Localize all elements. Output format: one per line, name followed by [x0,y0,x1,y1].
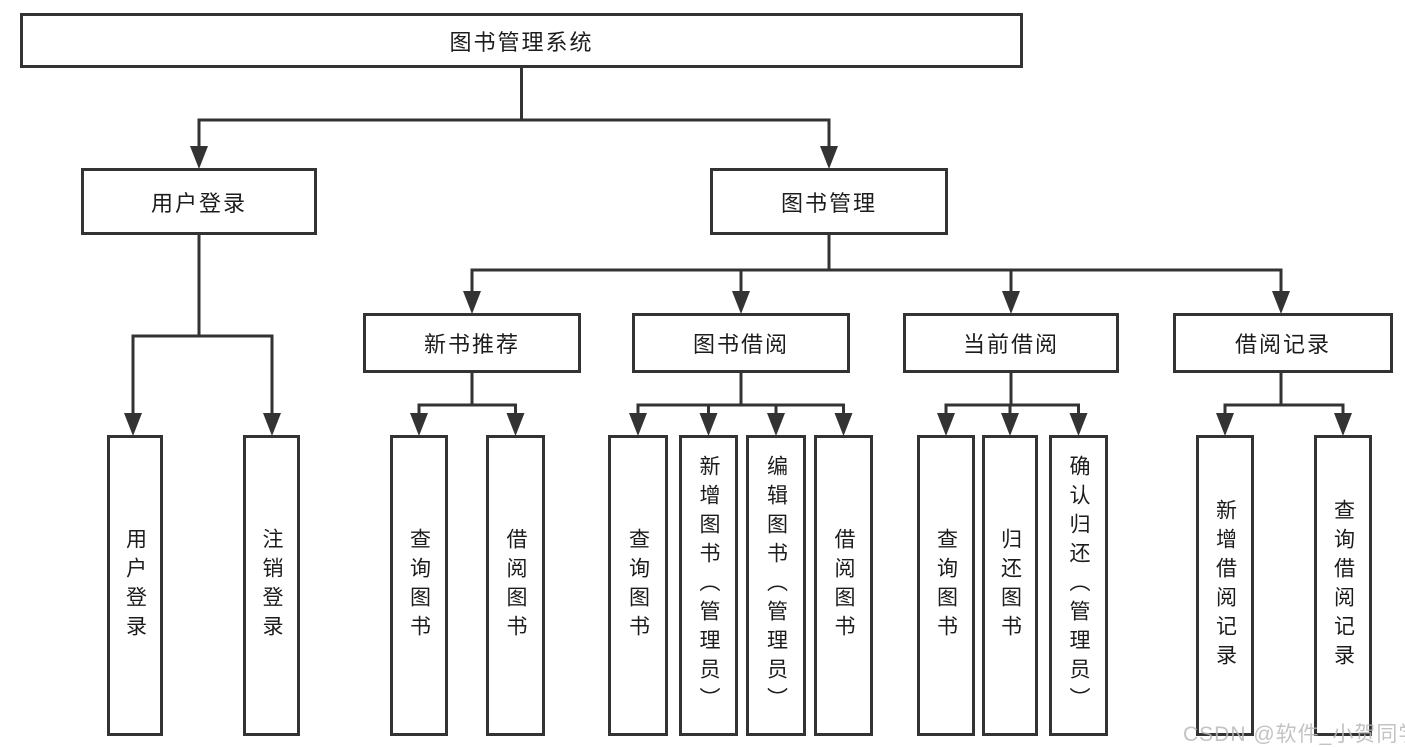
leaf-return-books: 归还图书 [982,435,1038,736]
leaf-logout-label: 注销登录 [260,527,283,644]
leaf-edit-books-admin-label: 编辑图书（管理员） [764,455,788,716]
arrow-head [506,413,525,436]
arrow-head [834,413,853,436]
arrow-head [410,413,428,436]
arrow-head [124,413,142,436]
node-root: 图书管理系统 [20,13,1023,68]
node-current-borrow-label: 当前借阅 [962,332,1059,357]
leaf-edit-books-admin: 编辑图书（管理员） [746,435,806,736]
leaf-query-books-1: 查询图书 [390,435,448,736]
leaf-add-books-admin: 新增图书（管理员） [679,435,738,736]
leaf-query-borrow-record-label: 查询借阅记录 [1331,498,1355,673]
connector-records-to-leaves [1216,373,1352,436]
arrow-head [1001,413,1019,436]
leaf-confirm-return-admin: 确认归还（管理员） [1049,435,1108,736]
leaf-confirm-return-admin-label: 确认归还（管理员） [1067,455,1090,716]
connector-user-login-to-leaves [124,235,281,436]
leaf-query-books-2: 查询图书 [608,435,668,736]
leaf-borrow-books-2: 借阅图书 [814,435,873,736]
node-user-login-label: 用户登录 [150,190,247,216]
node-user-login: 用户登录 [81,168,317,235]
leaf-user-login-label: 用户登录 [123,527,147,644]
leaf-borrow-books-1-label: 借阅图书 [504,527,527,644]
node-root-label: 图书管理系统 [449,29,594,55]
arrow-head [699,413,718,436]
arrow-head [767,413,785,436]
arrow-head [1272,291,1290,314]
connector-new-books-to-leaves [410,373,525,436]
leaf-query-books-3: 查询图书 [917,435,975,736]
connector-root-to-level2 [190,68,838,169]
node-book-borrow: 图书借阅 [632,313,850,373]
leaf-add-borrow-record-label: 新增借阅记录 [1213,498,1237,673]
arrow-head [1216,413,1234,436]
leaf-query-books-2-label: 查询图书 [626,527,650,644]
watermark: CSDN @软件_小贺同学 [1183,723,1405,746]
leaf-query-books-1-label: 查询图书 [407,527,431,644]
leaf-add-books-admin-label: 新增图书（管理员） [697,455,720,716]
leaf-borrow-books-1: 借阅图书 [486,435,545,736]
node-book-management: 图书管理 [710,168,948,235]
leaf-query-borrow-record: 查询借阅记录 [1314,435,1372,736]
arrow-head [1069,413,1088,436]
leaf-return-books-label: 归还图书 [998,527,1022,644]
arrow-head [263,413,281,436]
leaf-logout: 注销登录 [243,435,300,736]
arrow-head [732,291,750,314]
node-new-book-recommend: 新书推荐 [363,313,581,373]
connector-current-borrow-to-leaves [937,373,1088,436]
arrow-head [820,146,838,169]
arrow-head [1002,291,1020,314]
leaf-add-borrow-record: 新增借阅记录 [1196,435,1254,736]
node-borrow-records: 借阅记录 [1173,313,1393,373]
leaf-user-login: 用户登录 [107,435,163,736]
arrow-head [1334,413,1352,436]
node-new-book-recommend-label: 新书推荐 [423,332,520,357]
node-current-borrow: 当前借阅 [903,313,1119,373]
node-borrow-records-label: 借阅记录 [1234,332,1331,357]
arrow-head [463,291,481,314]
arrow-head [937,413,955,436]
node-book-borrow-label: 图书借阅 [692,332,789,357]
connector-book-mgmt-to-level3 [463,235,1290,314]
connector-book-borrow-to-leaves [629,373,853,436]
leaf-query-books-3-label: 查询图书 [934,527,958,644]
arrow-head [629,413,647,436]
node-book-management-label: 图书管理 [780,190,877,216]
arrow-head [190,146,208,169]
leaf-borrow-books-2-label: 借阅图书 [832,527,855,644]
